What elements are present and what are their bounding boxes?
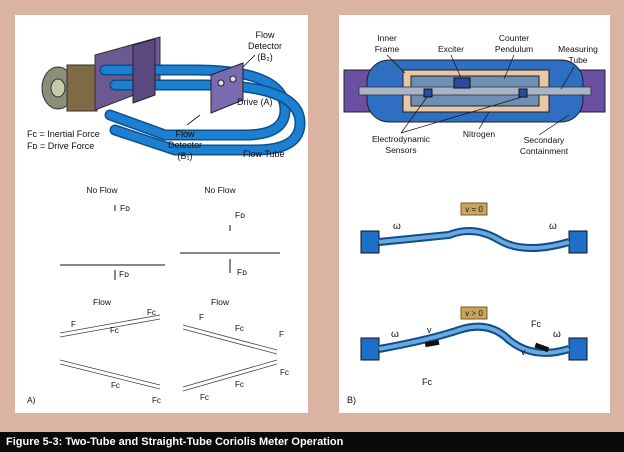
label-omega-1: ω — [393, 221, 401, 232]
label-flow-detector-a-1: Flow — [175, 129, 195, 139]
diagram-v-zero: v = 0 ω ω — [360, 202, 588, 254]
label-v-zero: v = 0 — [465, 205, 483, 214]
panel-a-svg: Flow Detector (B₂) Drive (A) Flow Detect… — [27, 30, 306, 405]
label-omega-2: ω — [549, 221, 557, 232]
force-label-fc-7: Fᴄ — [200, 393, 209, 402]
force-label-fc-2: Fᴄ — [147, 308, 156, 317]
label-counter-pendulum-2: Pendulum — [495, 44, 533, 54]
label-inner-frame-2: Frame — [375, 44, 400, 54]
force-label-f-3: F — [279, 330, 284, 339]
support-plates — [132, 38, 244, 114]
label-electrodynamic-1: Electrodynamic — [372, 134, 431, 144]
label-flow-detector-a-3: (B₁) — [177, 151, 192, 161]
force-label-fc-1: Fᴄ — [110, 326, 119, 335]
force-label-fd-1: Fᴅ — [120, 203, 130, 213]
label-flow-detector-b-2: Detector — [248, 41, 282, 51]
panel-a-label: A) — [27, 395, 36, 405]
label-fc-2: Fc — [422, 377, 432, 387]
label-electrodynamic-2: Sensors — [385, 145, 416, 155]
label-flow-detector-b-3: (B₂) — [257, 52, 273, 62]
force-label-fd-4: Fᴅ — [237, 267, 247, 277]
no-flow-tubes — [60, 205, 280, 280]
panel-a-two-tube: Flow Detector (B₂) Drive (A) Flow Detect… — [15, 15, 308, 413]
label-measuring-tube-1: Measuring — [558, 44, 598, 54]
label-inner-frame-1: Inner — [377, 33, 397, 43]
force-label-fc-4: Fᴄ — [152, 396, 161, 405]
force-label-fc-5: Fᴄ — [235, 324, 244, 333]
force-label-fd-3: Fᴅ — [119, 269, 129, 279]
straight-tube-housing — [343, 59, 606, 123]
force-label-fd-2: Fᴅ — [235, 210, 245, 220]
label-exciter: Exciter — [438, 44, 464, 54]
panel-b-label: B) — [347, 395, 356, 405]
force-label-f-2: F — [199, 313, 204, 322]
legend-drive-force: Fᴅ = Drive Force — [27, 141, 94, 151]
label-omega-4: ω — [553, 329, 561, 340]
label-velocity-1: v — [427, 325, 432, 335]
figure-caption: Figure 5-3: Two-Tube and Straight-Tube C… — [0, 432, 624, 452]
label-flow-tube: Flow Tube — [243, 149, 285, 159]
label-flow-1: Flow — [93, 297, 112, 307]
label-flow-2: Flow — [211, 297, 230, 307]
label-flow-detector-b-1: Flow — [255, 30, 275, 40]
label-drive: Drive (A) — [237, 97, 273, 107]
force-label-fc-8: Fᴄ — [280, 368, 289, 377]
label-v-positive: v > 0 — [465, 309, 483, 318]
label-secondary-2: Containment — [520, 146, 569, 156]
label-counter-pendulum-1: Counter — [499, 33, 529, 43]
callout-lines — [386, 54, 575, 136]
panel-b-straight-tube: Inner Frame Exciter Counter Pendulum Mea… — [339, 15, 610, 413]
force-label-f-1: F — [71, 320, 76, 329]
label-secondary-1: Secondary — [524, 135, 565, 145]
diagram-v-positive: v > 0 ω ω v v Fc Fc — [360, 306, 588, 387]
force-label-fc-6: Fᴄ — [235, 380, 244, 389]
label-flow-detector-a-2: Detector — [168, 140, 202, 150]
label-no-flow-1: No Flow — [86, 185, 118, 195]
label-nitrogen: Nitrogen — [463, 129, 495, 139]
label-no-flow-2: No Flow — [204, 185, 236, 195]
flow-twisted-tubes — [59, 314, 278, 392]
legend-inertial-force: Fᴄ = Inertial Force — [27, 129, 100, 139]
panel-b-svg: Inner Frame Exciter Counter Pendulum Mea… — [343, 33, 606, 405]
label-fc-1: Fc — [531, 319, 541, 329]
label-velocity-2: v — [521, 347, 526, 357]
force-label-fc-3: Fᴄ — [111, 381, 120, 390]
label-measuring-tube-2: Tube — [568, 55, 587, 65]
label-omega-3: ω — [391, 329, 399, 340]
